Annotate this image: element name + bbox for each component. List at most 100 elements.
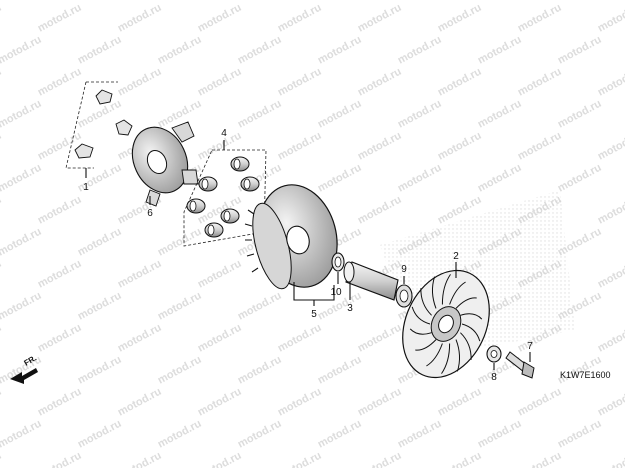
callout-7: 7 <box>527 341 533 352</box>
watermark-text: motod.ru <box>76 34 124 67</box>
watermark-text: motod.ru <box>316 34 364 67</box>
watermark-text: motod.ru <box>396 0 444 3</box>
callout-6: 6 <box>147 208 153 219</box>
watermark-text: motod.ru <box>0 418 44 451</box>
watermark-text: motod.ru <box>276 386 324 419</box>
washer-8 <box>486 345 502 370</box>
bolt <box>505 351 535 379</box>
fan-blade <box>455 297 477 309</box>
watermark-text: motod.ru <box>0 258 4 291</box>
watermark-text: motod.ru <box>0 322 4 355</box>
weight-rollers <box>183 140 267 247</box>
watermark-text: motod.ru <box>356 322 404 355</box>
watermark-text: motod.ru <box>116 258 164 291</box>
watermark-text: motod.ru <box>76 354 124 387</box>
front-arrow <box>10 368 38 384</box>
watermark-text: motod.ru <box>36 130 84 163</box>
watermark-text: motod.ru <box>356 450 404 468</box>
watermark-text: motod.ru <box>556 34 604 67</box>
fan-blade <box>460 313 483 320</box>
watermark-text: motod.ru <box>0 162 44 195</box>
watermark-text: motod.ru <box>436 386 484 419</box>
watermark-text: motod.ru <box>476 34 524 67</box>
watermark-text: motod.ru <box>236 354 284 387</box>
callout-2: 2 <box>453 251 459 262</box>
watermark-text: motod.ru <box>556 98 604 131</box>
watermark-text: motod.ru <box>36 450 84 468</box>
watermark-text: motod.ru <box>436 66 484 99</box>
watermark-text: motod.ru <box>76 226 124 259</box>
watermark-text: motod.ru <box>116 386 164 419</box>
watermark-text: motod.ru <box>356 386 404 419</box>
watermark-text: motod.ru <box>0 66 4 99</box>
fan-blade <box>411 306 431 325</box>
fan-blade <box>460 332 472 360</box>
watermark-text: motod.ru <box>0 130 4 163</box>
watermark-text: motod.ru <box>236 0 284 3</box>
watermark-text: motod.ru <box>396 162 444 195</box>
watermark-text: motod.ru <box>356 130 404 163</box>
watermark-text: motod.ru <box>516 66 564 99</box>
watermark-text: motod.ru <box>276 2 324 35</box>
watermark-text: motod.ru <box>356 66 404 99</box>
watermark-text: motod.ru <box>316 0 364 3</box>
watermark-text: motod.ru <box>436 2 484 35</box>
watermark-text: motod.ru <box>0 98 44 131</box>
watermark-text: motod.ru <box>476 98 524 131</box>
watermark-text: motod.ru <box>596 130 625 163</box>
fan-blade <box>449 281 466 305</box>
fan-blade <box>415 339 437 351</box>
watermark-text: motod.ru <box>76 418 124 451</box>
watermark-text: motod.ru <box>476 418 524 451</box>
watermark-text: motod.ru <box>0 34 44 67</box>
watermark-text: motod.ru <box>196 2 244 35</box>
watermark-text: motod.ru <box>596 66 625 99</box>
watermark-text: motod.ru <box>476 162 524 195</box>
watermark-text: motod.ru <box>116 322 164 355</box>
drive-face <box>244 184 338 306</box>
watermark-text: motod.ru <box>276 322 324 355</box>
watermark-text: motod.ru <box>0 226 44 259</box>
watermark-text: motod.ru <box>316 98 364 131</box>
roller <box>204 222 224 238</box>
watermark-text: motod.ru <box>356 2 404 35</box>
fan-blade <box>441 274 451 305</box>
watermark-text: motod.ru <box>196 386 244 419</box>
watermark-text: motod.ru <box>0 290 44 323</box>
watermark-text: motod.ru <box>236 290 284 323</box>
diagram-code: K1W7E1600 <box>560 370 611 380</box>
watermark-text: motod.ru <box>36 66 84 99</box>
watermark-text: motod.ru <box>36 386 84 419</box>
watermark-text: motod.ru <box>556 418 604 451</box>
watermark-text: motod.ru <box>156 34 204 67</box>
watermark-text: motod.ru <box>116 2 164 35</box>
watermark-text: motod.ru <box>396 34 444 67</box>
ramp-plate <box>131 121 199 207</box>
watermark-text: motod.ru <box>36 194 84 227</box>
roller <box>220 208 240 224</box>
watermark-text: motod.ru <box>0 386 4 419</box>
callout-4: 4 <box>221 128 227 139</box>
watermark-text: motod.ru <box>0 2 4 35</box>
watermark-text: motod.ru <box>596 194 625 227</box>
watermark-text: motod.ru <box>0 194 4 227</box>
watermark-text: motod.ru <box>116 450 164 468</box>
watermark-text: motod.ru <box>276 450 324 468</box>
watermark-text: motod.ru <box>156 354 204 387</box>
watermark-text: motod.ru <box>276 130 324 163</box>
watermark-text: motod.ru <box>596 386 625 419</box>
watermark-text: motod.ru <box>516 450 564 468</box>
watermark-text: motod.ru <box>196 450 244 468</box>
watermark-text: motod.ru <box>476 0 524 3</box>
watermark-text: motod.ru <box>316 418 364 451</box>
watermark-text: motod.ru <box>516 130 564 163</box>
fan-blade <box>455 339 460 372</box>
collar <box>343 261 399 301</box>
watermark-text: motod.ru <box>596 322 625 355</box>
watermark-text: motod.ru <box>196 322 244 355</box>
watermark-text: motod.ru <box>116 66 164 99</box>
watermark-text: motod.ru <box>156 0 204 3</box>
fan-blade <box>461 323 481 342</box>
callout-5: 5 <box>311 309 317 320</box>
watermark-text: motod.ru <box>316 162 364 195</box>
